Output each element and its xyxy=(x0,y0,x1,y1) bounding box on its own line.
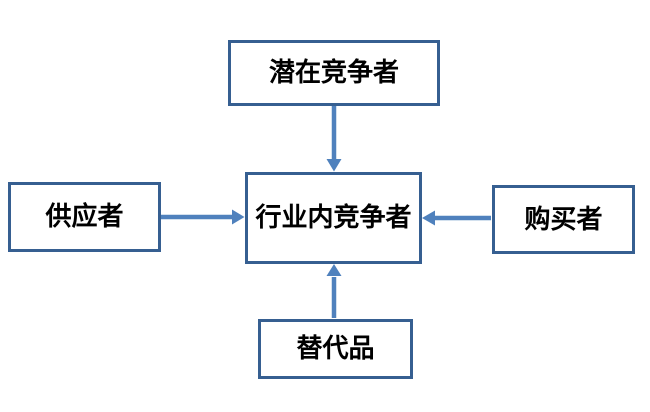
node-substitutes: 替代品 xyxy=(258,319,413,379)
arrow-bottom-to-center xyxy=(326,264,342,318)
arrow-head-down-icon xyxy=(326,159,342,172)
arrow-left-to-center xyxy=(161,209,245,225)
node-label: 潜在竞争者 xyxy=(268,58,399,88)
node-label: 行业内竞争者 xyxy=(255,203,412,233)
node-label: 替代品 xyxy=(296,334,375,364)
node-label: 购买者 xyxy=(524,204,603,235)
arrow-head-right-icon xyxy=(232,209,245,225)
arrow-head-up-icon xyxy=(326,264,342,276)
node-suppliers: 供应者 xyxy=(8,182,161,252)
arrow-head-left-icon xyxy=(422,210,435,226)
node-industry-competitors: 行业内竞争者 xyxy=(245,172,422,264)
arrow-top-to-center xyxy=(326,106,342,172)
arrow-right-to-center xyxy=(422,210,491,226)
node-buyers: 购买者 xyxy=(492,185,635,254)
node-label: 供应者 xyxy=(45,202,124,232)
node-potential-competitors: 潜在竞争者 xyxy=(228,40,440,106)
